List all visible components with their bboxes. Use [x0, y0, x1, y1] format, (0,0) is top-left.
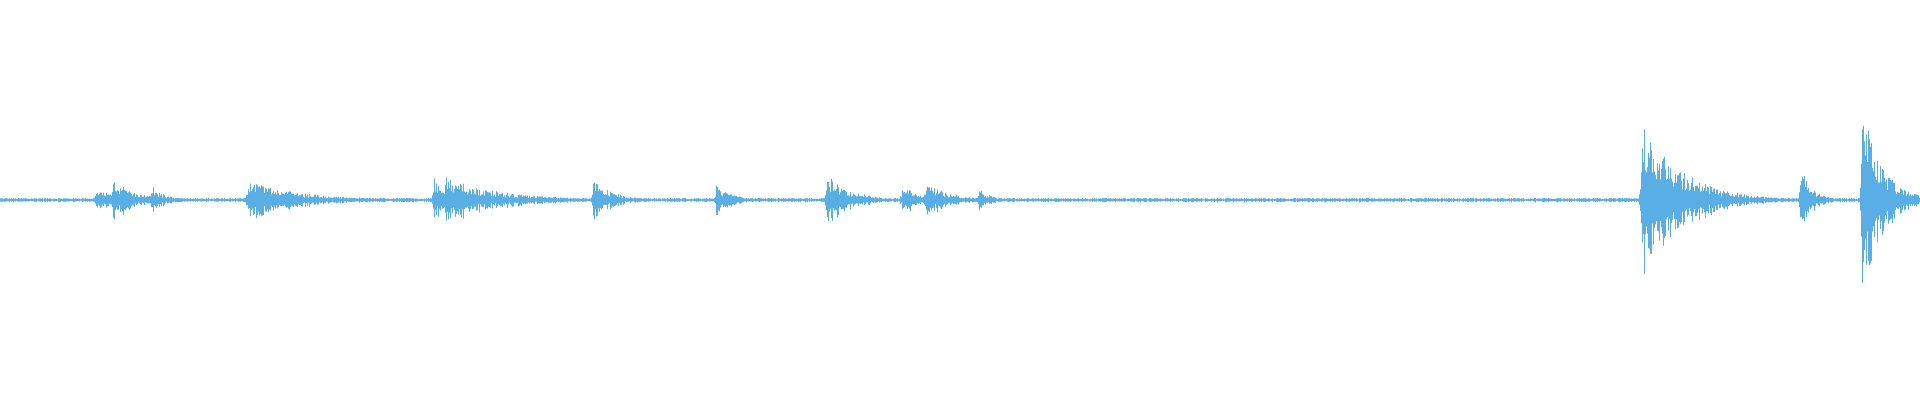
waveform-trace: [0, 125, 1920, 283]
